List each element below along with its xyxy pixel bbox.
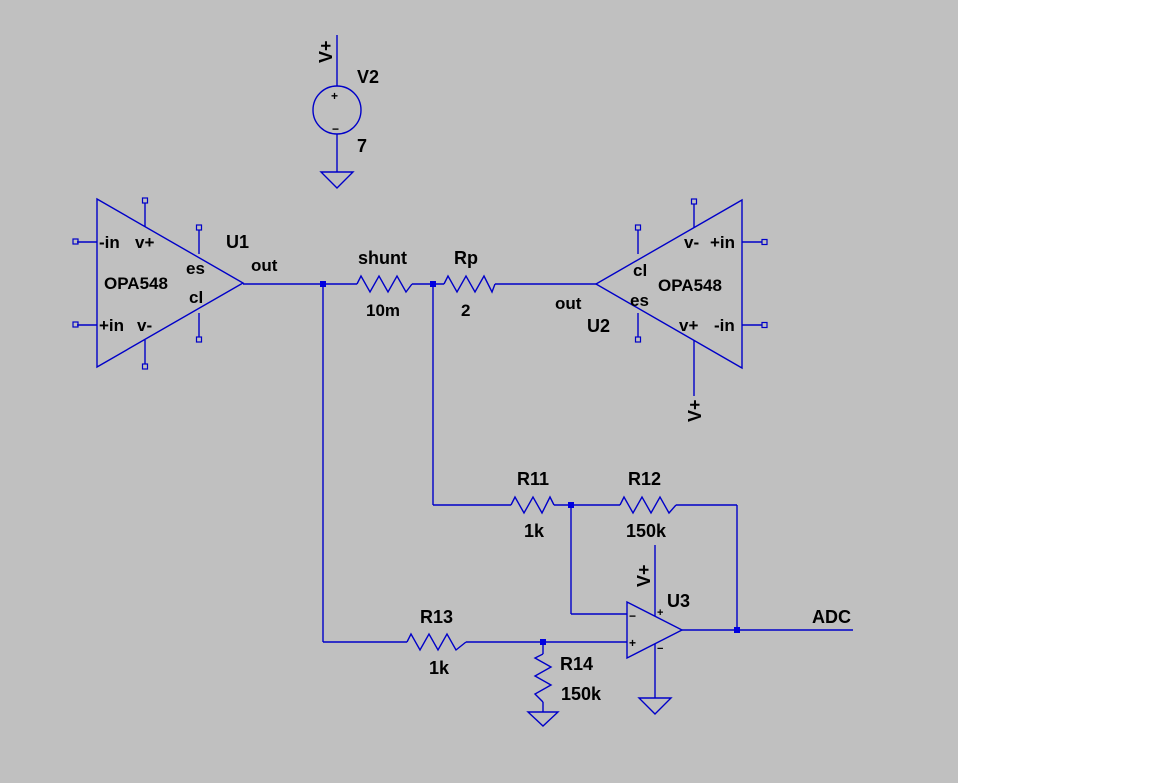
junction-dot [320, 281, 326, 287]
adc-net-label: ADC [812, 607, 851, 627]
v2-minus-sign: − [332, 122, 339, 136]
u2-name: U2 [587, 316, 610, 336]
u3-supply-net-label: V+ [634, 564, 654, 587]
u2-pin-cl: cl [633, 261, 647, 280]
resistor-r11[interactable] [510, 495, 555, 515]
junction-dot [734, 627, 740, 633]
r12-value: 150k [626, 521, 667, 541]
u3-vneg-sign: − [657, 643, 663, 655]
opamp-u2[interactable] [594, 198, 768, 396]
rp-value: 2 [461, 301, 470, 320]
u1-pin-cl: cl [189, 288, 203, 307]
opamp-u1[interactable] [72, 197, 245, 370]
r14-name: R14 [560, 654, 593, 674]
rp-name: Rp [454, 248, 478, 268]
v2-plus-sign: + [331, 89, 338, 103]
r13-name: R13 [420, 607, 453, 627]
junction-dot [568, 502, 574, 508]
u2-supply-net-label: V+ [685, 399, 705, 422]
r13-value: 1k [429, 658, 450, 678]
v2-net-label: V+ [316, 40, 336, 63]
junction-dot [540, 639, 546, 645]
u1-pin-plus-in: +in [99, 316, 124, 335]
u1-pin-minus-in: -in [99, 233, 120, 252]
v2-name: V2 [357, 67, 379, 87]
resistor-shunt[interactable] [356, 274, 413, 294]
u2-pin-out: out [555, 294, 582, 313]
r11-name: R11 [517, 469, 549, 489]
shunt-value: 10m [366, 301, 400, 320]
r12-name: R12 [628, 469, 661, 489]
u2-pin-es: es [630, 291, 649, 310]
resistor-r13[interactable] [406, 632, 467, 652]
u2-pin-minus-in: -in [714, 316, 735, 335]
u3-vpos-sign: + [657, 607, 663, 619]
u2-pin-vminus: v- [684, 233, 699, 252]
u1-pin-out: out [251, 256, 278, 275]
u1-pin-es: es [186, 259, 205, 278]
voltage-source-v2[interactable]: + − [312, 35, 362, 189]
resistor-rp[interactable] [443, 274, 496, 294]
resistor-r12[interactable] [619, 495, 677, 515]
u1-pin-vplus: v+ [135, 233, 154, 252]
u2-pin-vplus: v+ [679, 316, 698, 335]
junction-dot [430, 281, 436, 287]
u2-pin-plus-in: +in [710, 233, 735, 252]
u1-model: OPA548 [104, 274, 168, 293]
u1-pin-vminus: v- [137, 316, 152, 335]
r11-value: 1k [524, 521, 545, 541]
u3-plus-sign: + [629, 636, 636, 650]
u3-minus-sign: − [629, 609, 636, 623]
u3-name: U3 [667, 591, 690, 611]
u1-name: U1 [226, 232, 249, 252]
wire-network [243, 283, 853, 712]
opamp-u3[interactable]: − + + − [626, 545, 684, 715]
r14-value: 150k [561, 684, 602, 704]
shunt-name: shunt [358, 248, 407, 268]
resistor-r14[interactable] [526, 653, 560, 727]
u2-model: OPA548 [658, 276, 722, 295]
v2-value: 7 [357, 136, 367, 156]
schematic-sheet [0, 0, 958, 783]
